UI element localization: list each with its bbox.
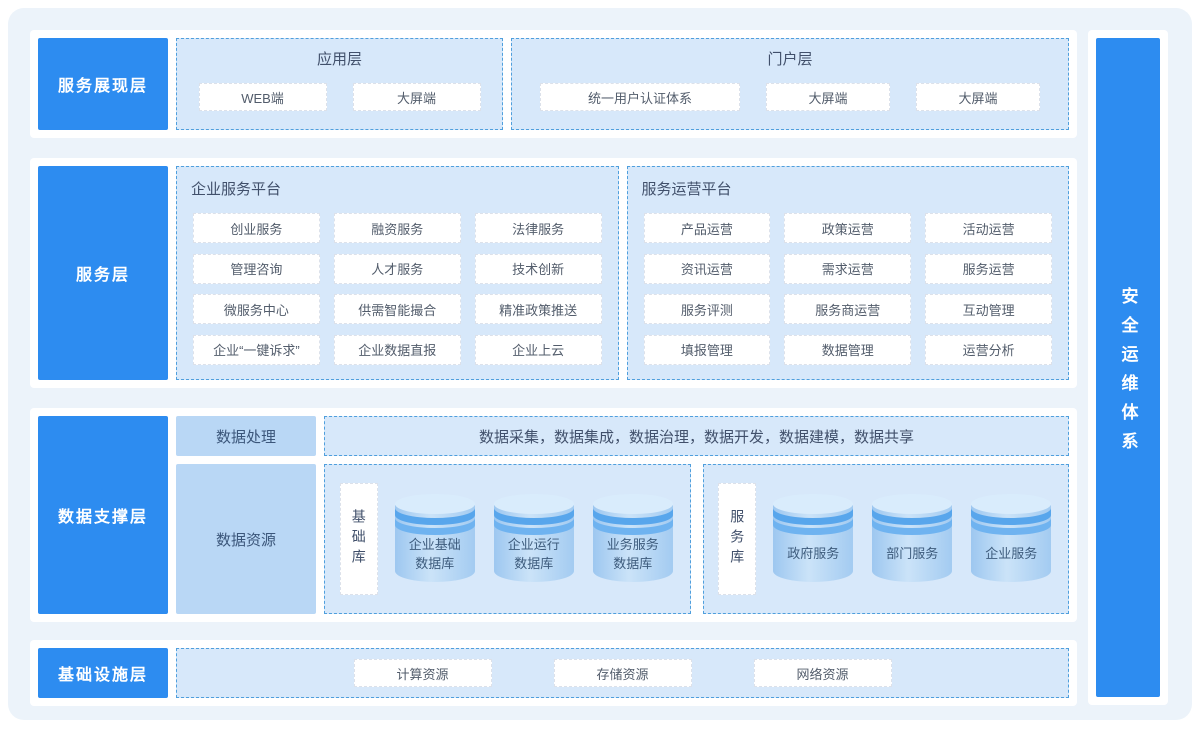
cylinder-label-line: 政府服务	[787, 546, 840, 562]
data-left-column: 数据处理 数据资源	[176, 416, 316, 614]
cylinder-icon	[592, 494, 673, 582]
cylinder-icon	[394, 494, 475, 582]
chip-big-screen: 大屏端	[766, 83, 890, 111]
cylinder-label-line: 企业运行	[507, 536, 560, 552]
infrastructure-layer-card: 基础设施层 计算资源 存储资源 网络资源	[30, 640, 1077, 706]
service-database-panel: 服务库 政府服务	[702, 464, 1069, 614]
operation-chip: 资讯运营	[643, 253, 771, 284]
service-operation-platform-panel: 服务运营平台 产品运营 政策运营 活动运营 资讯运营 需求运营 服务运营 服务评…	[626, 166, 1069, 380]
application-panel-title: 应用层	[316, 51, 362, 68]
service-layer-label: 服务层	[38, 166, 168, 380]
portal-panel: 门户层 统一用户认证体系 大屏端 大屏端	[511, 38, 1069, 130]
service-chip: 法律服务	[474, 213, 602, 243]
operation-chip: 需求运营	[784, 253, 912, 284]
operation-chip: 服务运营	[925, 253, 1052, 284]
service-chip: 技术创新	[474, 253, 602, 284]
chip-network-resource: 网络资源	[753, 659, 892, 687]
operation-chip: 互动管理	[925, 294, 1052, 324]
service-chip: 企业数据直报	[333, 334, 461, 365]
chip-big-screen: 大屏端	[352, 83, 481, 111]
security-ops-label: 安全运维体系	[1118, 286, 1138, 461]
database-cylinder: 企业服务	[969, 491, 1053, 587]
cylinder-label-line: 部门服务	[886, 546, 939, 562]
data-support-layer-card: 数据支撑层 数据处理 数据资源 数据采集，数据集成，数据治理，数据开发，数据建模…	[30, 408, 1077, 622]
database-cylinder: 业务服务 数据库	[591, 491, 675, 587]
data-processing-panel: 数据采集，数据集成，数据治理，数据开发，数据建模，数据共享	[324, 416, 1069, 456]
chip-web-client: WEB端	[198, 83, 327, 111]
service-chip: 企业“一键诉求”	[193, 334, 320, 365]
operation-platform-title: 服务运营平台	[641, 181, 732, 198]
operation-chip: 填报管理	[643, 334, 771, 365]
presentation-layer-label: 服务展现层	[38, 38, 168, 130]
security-ops-card: 安全运维体系	[1088, 30, 1168, 705]
data-resource-box: 数据资源	[176, 464, 316, 614]
operation-chip: 服务商运营	[784, 294, 912, 324]
database-cylinder: 企业基础 数据库	[393, 491, 477, 587]
portal-panel-title: 门户层	[767, 51, 813, 68]
data-processing-box: 数据处理	[176, 416, 316, 456]
data-support-layer-label: 数据支撑层	[38, 416, 168, 614]
operation-chip: 运营分析	[925, 334, 1052, 365]
cylinder-label-line: 数据库	[613, 556, 653, 571]
data-main-column: 数据采集，数据集成，数据治理，数据开发，数据建模，数据共享 基础库 企业基础	[324, 416, 1069, 614]
service-db-group-label: 服务库	[718, 483, 757, 595]
database-cylinder: 部门服务	[870, 491, 954, 587]
service-chip: 管理咨询	[193, 253, 320, 284]
service-chip: 精准政策推送	[474, 294, 602, 324]
security-ops-bar: 安全运维体系	[1096, 38, 1160, 697]
cylinder-label-line: 业务服务	[606, 536, 659, 552]
base-db-group-label: 基础库	[339, 483, 378, 595]
service-chip: 创业服务	[193, 213, 320, 243]
cylinder-label: 部门服务	[870, 525, 954, 583]
operation-chip: 政策运营	[784, 213, 912, 243]
operation-chip: 数据管理	[784, 334, 912, 365]
operation-chip: 产品运营	[643, 213, 771, 243]
cylinder-label: 企业运行 数据库	[492, 525, 576, 583]
cylinder-icon	[773, 494, 854, 582]
operation-chip: 活动运营	[925, 213, 1052, 243]
enterprise-service-platform-panel: 企业服务平台 创业服务 融资服务 法律服务 管理咨询 人才服务 技术创新 微服务…	[176, 166, 619, 380]
diagram-canvas: 服务展现层 应用层 WEB端 大屏端 门户层 统一用户认证体系 大屏端 大屏端 …	[8, 8, 1192, 720]
service-layer-card: 服务层 企业服务平台 创业服务 融资服务 法律服务 管理咨询 人才服务 技术创新…	[30, 158, 1077, 388]
cylinder-label-line: 企业基础	[408, 536, 461, 552]
base-database-panel: 基础库 企业基础 数据库	[324, 464, 691, 614]
cylinder-label: 业务服务 数据库	[591, 525, 675, 583]
infrastructure-panel: 计算资源 存储资源 网络资源	[176, 648, 1069, 698]
chip-compute-resource: 计算资源	[353, 659, 492, 687]
cylinder-icon	[493, 494, 574, 582]
chip-storage-resource: 存储资源	[553, 659, 692, 687]
cylinder-label-line: 企业服务	[985, 546, 1038, 562]
enterprise-platform-grid: 创业服务 融资服务 法律服务 管理咨询 人才服务 技术创新 微服务中心 供需智能…	[191, 213, 604, 365]
cylinder-label: 企业基础 数据库	[393, 525, 477, 583]
chip-big-screen: 大屏端	[916, 83, 1040, 111]
operation-chip: 服务评测	[643, 294, 771, 324]
cylinder-label-line: 数据库	[514, 556, 554, 571]
service-chip: 融资服务	[333, 213, 461, 243]
presentation-layer-card: 服务展现层 应用层 WEB端 大屏端 门户层 统一用户认证体系 大屏端 大屏端	[30, 30, 1077, 138]
database-row: 基础库 企业基础 数据库	[324, 464, 1069, 614]
database-cylinder: 政府服务	[771, 491, 855, 587]
application-chip-row: WEB端 大屏端	[177, 83, 502, 111]
application-panel: 应用层 WEB端 大屏端	[176, 38, 503, 130]
cylinder-label: 政府服务	[771, 525, 855, 583]
service-chip: 人才服务	[333, 253, 461, 284]
chip-unified-auth: 统一用户认证体系	[540, 83, 740, 111]
database-cylinder: 企业运行 数据库	[492, 491, 576, 587]
service-chip: 微服务中心	[193, 294, 320, 324]
service-chip: 企业上云	[474, 334, 602, 365]
cylinder-label-line: 数据库	[415, 556, 455, 571]
cylinder-label: 企业服务	[969, 525, 1053, 583]
operation-platform-grid: 产品运营 政策运营 活动运营 资讯运营 需求运营 服务运营 服务评测 服务商运营…	[642, 213, 1055, 365]
cylinder-icon	[872, 494, 953, 582]
enterprise-platform-title: 企业服务平台	[191, 181, 282, 198]
portal-chip-row: 统一用户认证体系 大屏端 大屏端	[512, 83, 1068, 111]
service-chip: 供需智能撮合	[333, 294, 461, 324]
cylinder-icon	[971, 494, 1052, 582]
infrastructure-layer-label: 基础设施层	[38, 648, 168, 698]
